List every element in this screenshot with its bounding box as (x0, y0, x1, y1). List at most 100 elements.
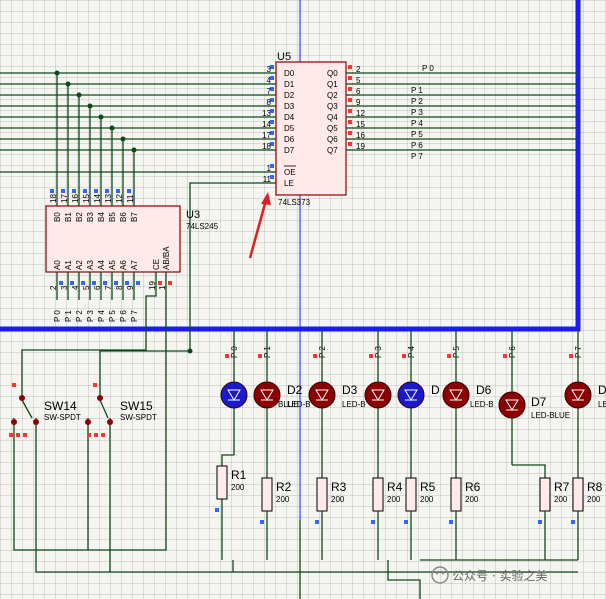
u5-input-wires (0, 72, 262, 351)
resistor-r3[interactable] (316, 477, 328, 512)
pin-marker (270, 120, 274, 124)
resistor-ref: R8 (587, 480, 603, 494)
led-d6[interactable] (442, 381, 470, 409)
pin-marker (270, 142, 274, 146)
resistor-ref: R3 (331, 480, 347, 494)
pin-marker (371, 520, 375, 524)
u5-pin-number: 12 (356, 109, 365, 118)
pin-marker (258, 354, 262, 358)
pin-marker (92, 281, 96, 285)
net-label: P 6 (119, 310, 128, 322)
u5-pin-name: Q6 (327, 135, 338, 144)
pin-marker (270, 131, 274, 135)
pin-marker (348, 109, 352, 113)
u5-pin-name: Q2 (327, 91, 338, 100)
resistor-r6[interactable] (450, 477, 462, 512)
u5-chip[interactable] (275, 61, 347, 196)
u3-pin-name: B0 (53, 212, 62, 222)
net-label: P 1 (64, 310, 73, 322)
u3-pin-name: A7 (130, 260, 139, 270)
resistor-r8[interactable] (572, 477, 584, 512)
led-d4[interactable] (364, 381, 392, 409)
led-d5[interactable] (397, 381, 425, 409)
pin-marker (114, 281, 118, 285)
resistor-r4[interactable] (372, 477, 384, 512)
u5-pin-number: 11 (263, 175, 272, 184)
sw14-switch[interactable] (13, 399, 37, 430)
u3-pin-number: 9 (126, 285, 135, 290)
d2-ref: D2 (287, 383, 303, 397)
led-d2[interactable] (253, 381, 281, 409)
u3-pin-number: 18 (49, 194, 58, 203)
resistor-r7[interactable] (539, 477, 551, 512)
u3-pin-number: 2 (49, 285, 58, 290)
pin-marker (70, 281, 74, 285)
sw15-switch[interactable] (87, 399, 111, 430)
resistor-value: 200 (387, 495, 401, 504)
pin-marker (315, 520, 319, 524)
pin-marker (83, 189, 87, 193)
pin-marker (270, 98, 274, 102)
u5-pin-name: LE (284, 179, 294, 188)
u5-pin-name: Q7 (327, 146, 338, 155)
u3-chip[interactable] (45, 205, 181, 273)
u3-control-wires (13, 286, 578, 573)
resistor-value: 200 (554, 495, 568, 504)
resistor-r2[interactable] (261, 477, 273, 512)
pin-marker (260, 520, 264, 524)
u5-pin-name: OE (284, 168, 296, 177)
resistor-r1[interactable] (216, 465, 228, 500)
u5-pin-number: 16 (356, 131, 365, 140)
net-label: P 3 (411, 108, 423, 117)
pin-marker (449, 520, 453, 524)
pin-marker (50, 189, 54, 193)
resistor-ref: R5 (420, 480, 436, 494)
resistor-r5[interactable] (405, 477, 417, 512)
u3-pin-number: 1 (158, 285, 167, 290)
resistor-value: 200 (587, 495, 601, 504)
u3-pin-number: 13 (104, 194, 113, 203)
u3-pin-number: 3 (60, 285, 69, 290)
u5-pin-number: 8 (267, 98, 272, 107)
u3-pin-number: 14 (93, 194, 102, 203)
u3-pin-number: 7 (104, 285, 113, 290)
u3-pin-number: 15 (82, 194, 91, 203)
led-d7[interactable] (498, 391, 526, 419)
pin-marker (313, 354, 317, 358)
u3-pin-name: B6 (119, 212, 128, 222)
pin-marker (168, 281, 172, 285)
u5-pin-number: 1 (267, 164, 272, 173)
sw14-contacts (9, 383, 39, 437)
junction-dots (54, 70, 193, 354)
u5-pin-number: 5 (356, 76, 361, 85)
d3-ref: D3 (342, 383, 358, 397)
pin-marker (81, 281, 85, 285)
u5-pin-number: 14 (262, 120, 271, 129)
pin-marker (270, 175, 274, 179)
u5-pin-name: Q3 (327, 102, 338, 111)
u5-pin-name: D1 (284, 80, 295, 89)
u3-pin-name: B4 (97, 212, 106, 222)
pin-marker (503, 354, 507, 358)
resistor-ref: R6 (465, 480, 481, 494)
sw15-part: SW-SPDT (120, 413, 157, 422)
u3-part: 74LS245 (186, 222, 219, 231)
u5-pin-name: D2 (284, 91, 295, 100)
led-d3[interactable] (308, 381, 336, 409)
net-label: P 2 (75, 310, 84, 322)
led-d8[interactable] (564, 381, 592, 409)
pin-marker (348, 76, 352, 80)
net-label: P 7 (411, 152, 423, 161)
net-label: P 6 (411, 141, 423, 150)
u5-pin-number: 4 (267, 76, 272, 85)
u5-pin-name: D3 (284, 102, 295, 111)
u5-pin-name: Q5 (327, 124, 338, 133)
u5-pin-number: 3 (267, 65, 272, 74)
led-d1[interactable] (220, 381, 248, 409)
pin-marker (61, 189, 65, 193)
u3-pin-name: A0 (53, 260, 62, 270)
pin-marker (158, 281, 162, 285)
pin-marker (348, 87, 352, 91)
